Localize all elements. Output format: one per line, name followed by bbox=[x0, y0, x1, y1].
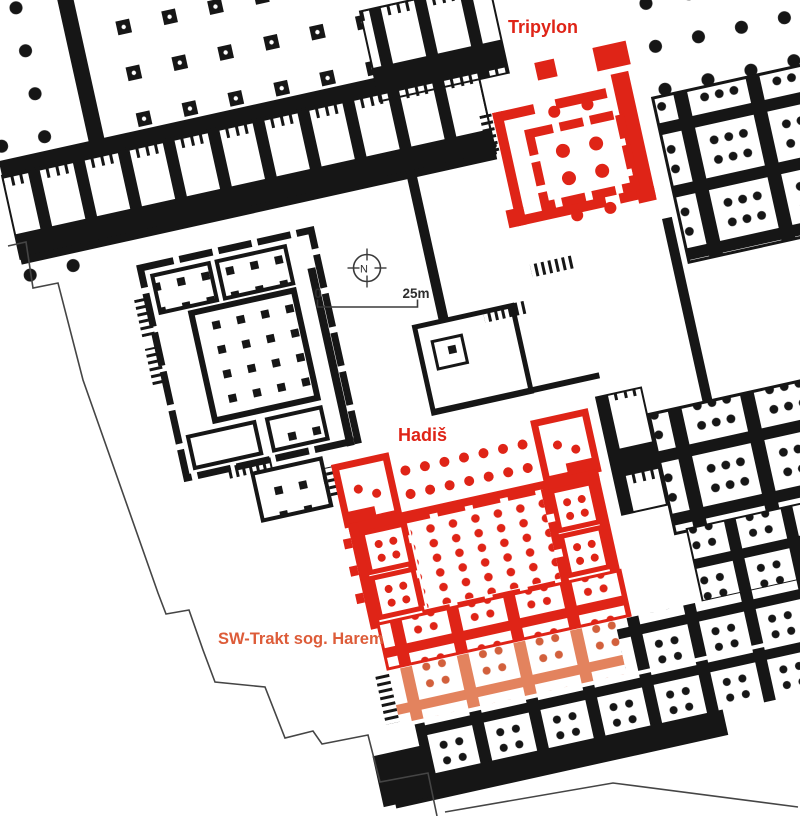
east-rooms-block bbox=[650, 57, 800, 264]
courtyard-west-wall bbox=[307, 267, 355, 447]
east-wing-rooms bbox=[685, 478, 800, 603]
hadis-hall-columns bbox=[409, 495, 561, 608]
sw-trakt-stair-hatch bbox=[375, 672, 400, 725]
right-rooms-column bbox=[594, 386, 669, 516]
hadis-palace bbox=[330, 408, 632, 671]
west-palace-block bbox=[134, 226, 362, 483]
hadis-south-rooms bbox=[376, 568, 632, 671]
stairway-hatch bbox=[529, 255, 576, 278]
west-stairway-hatch bbox=[144, 346, 166, 387]
compass-north-label: N bbox=[360, 264, 368, 276]
scale-end-label: 25m bbox=[402, 286, 429, 301]
north-rooms-cluster bbox=[358, 0, 510, 103]
tripylon-building bbox=[479, 40, 657, 229]
scale-zero-label: 0 bbox=[314, 286, 322, 301]
compass-rose: N bbox=[347, 248, 387, 288]
apadana-east-wall bbox=[51, 0, 108, 157]
stairway-hatch bbox=[482, 300, 529, 323]
connector-rooms bbox=[411, 255, 601, 417]
northeast-column-dots bbox=[611, 0, 800, 116]
harem-south-band bbox=[414, 611, 800, 778]
retaining-wall bbox=[390, 709, 729, 809]
connector-wall bbox=[406, 171, 451, 328]
north-band-heavy-wall bbox=[0, 55, 478, 177]
retaining-wall-bastion bbox=[372, 744, 439, 808]
terrace-edge bbox=[7, 241, 799, 816]
storeroom-band-south-wall bbox=[20, 151, 498, 265]
courtyard-north-dot-row bbox=[299, 132, 503, 192]
south-stairway-hatch bbox=[225, 457, 273, 480]
label-sw-trakt: SW-Trakt sog. Harem bbox=[218, 630, 384, 648]
scale-bar-line bbox=[316, 299, 419, 308]
hadis-portico-columns bbox=[400, 439, 533, 499]
west-stairway-hatch bbox=[134, 297, 156, 338]
sw-trakt-rooms bbox=[388, 620, 627, 724]
label-tripylon: Tripylon bbox=[508, 17, 578, 37]
apadana-column-grid bbox=[98, 0, 392, 133]
harem-rooms-east-continuation bbox=[614, 553, 800, 674]
label-hadis: Hadiš bbox=[398, 425, 447, 445]
tripylon-stair-hatch bbox=[479, 113, 500, 154]
scale-bar: 0 25m bbox=[314, 286, 430, 308]
